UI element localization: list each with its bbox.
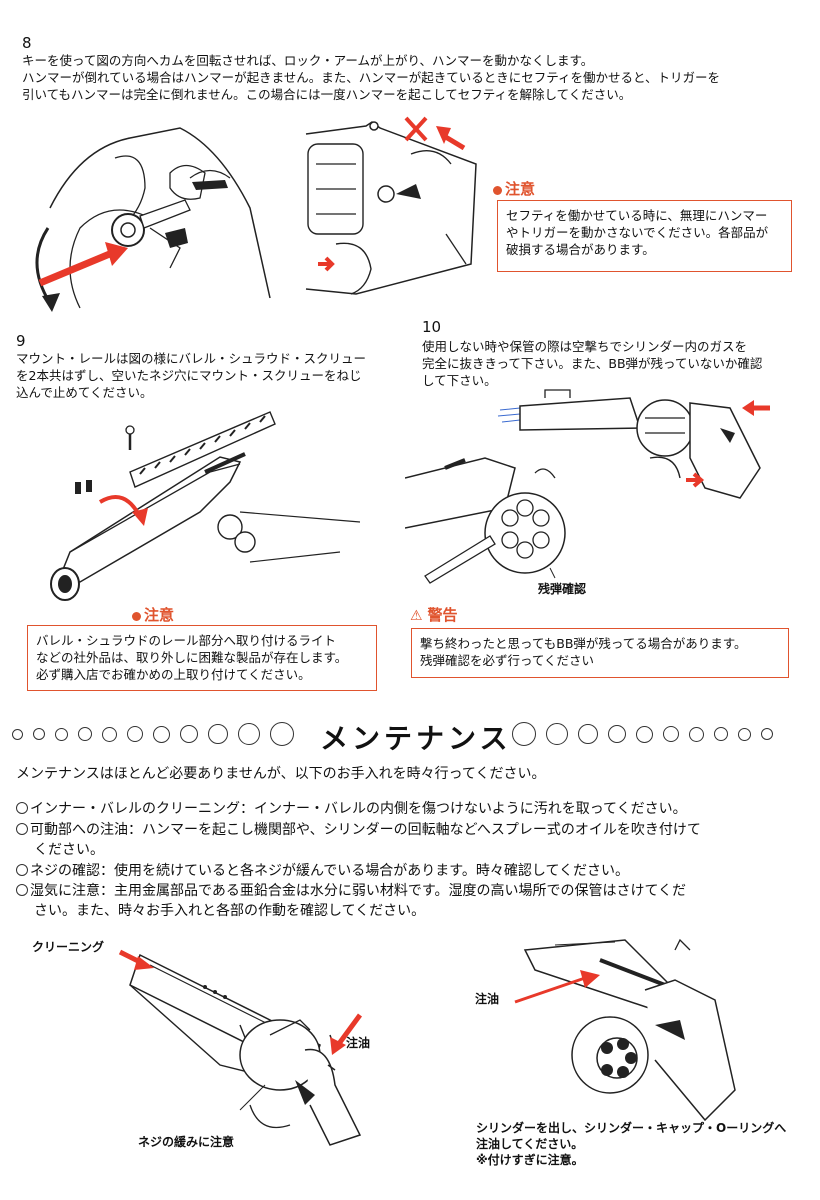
- maintenance-item-text: インナー・バレルのクリーニング：インナー・バレルの内側を傷つけないように汚れを取…: [30, 801, 687, 817]
- step-10-line: 使用しない時や保管の際は空撃ちでシリンダー内のガスを: [422, 339, 748, 354]
- warning-line: などの社外品は、取り外しに困難な製品が存在します。: [36, 650, 348, 665]
- cleaning-arrow: [118, 949, 154, 970]
- step-8-line: キーを使って図の方向へカムを回転させれば、ロック・アームが上がり、ハンマーを動か…: [22, 53, 594, 68]
- safety-lock-illustration: [305, 116, 477, 295]
- bullet-circle-icon: [16, 823, 28, 835]
- decorative-circles-left: [12, 722, 304, 748]
- maintenance-intro: メンテナンスはほとんど必要ありませんが、以下のお手入れを時々行ってください。: [16, 766, 546, 782]
- note-line: 注油してください。: [476, 1137, 584, 1151]
- maintenance-item-text: 湿気に注意：主用金属部品である亜鉛合金は水分に弱い材料です。湿度の高い場所での保…: [30, 883, 687, 899]
- warning-title-text: 警告: [427, 606, 458, 624]
- cylinder-oiling-illustration: [514, 938, 736, 1122]
- step-10-warning-box: 撃ち終わったと思ってもBB弾が残ってる場合があります。 残弾確認を必ず行ってくだ…: [411, 628, 789, 678]
- step-9-warning-box: バレル・シュラウドのレール部分へ取り付けるライト などの社外品は、取り外しに困難…: [27, 625, 377, 691]
- step-10-number: 10: [422, 318, 442, 336]
- step-8-line: 引いてもハンマーは完全に倒れません。この場合には一度ハンマーを起こしてセフティを…: [22, 87, 632, 102]
- maintenance-item-text: ください。: [34, 842, 104, 858]
- maintenance-item-text: 可動部への注油：ハンマーを起こし機関部や、シリンダーの回転軸などへスプレー式のオ…: [30, 822, 701, 838]
- residual-bb-check-illustration: [405, 457, 566, 584]
- screw-loosening-label: ネジの緩みに注意: [138, 1135, 235, 1149]
- step-9-number: 9: [16, 332, 26, 350]
- maintenance-title: メンテナンス: [320, 722, 512, 755]
- step-9-line: マウント・レールは図の様にバレル・シュラウド・スクリュー: [16, 351, 367, 366]
- oil-label: 注油: [346, 1036, 371, 1050]
- maintenance-item: ネジの確認：使用を続けていると各ネジが緩んでいる場合があります。時々確認してくだ…: [16, 861, 806, 881]
- cleaning-oiling-illustration: [129, 953, 363, 1146]
- maintenance-item: 可動部への注油：ハンマーを起こし機関部や、シリンダーの回転軸などへスプレー式のオ…: [16, 820, 806, 860]
- note-line: ※付けすぎに注意。: [476, 1153, 584, 1167]
- note-line: シリンダーを出し、シリンダー・キャップ・Oーリングへ: [476, 1121, 787, 1135]
- warning-title-text: 注意: [144, 606, 175, 624]
- step-8-text: キーを使って図の方向へカムを回転させれば、ロック・アームが上がり、ハンマーを動か…: [22, 52, 812, 103]
- warning-triangle-icon: ⚠: [410, 608, 428, 624]
- step-10-line: 完全に抜ききって下さい。また、BB弾が残っていないか確認: [422, 356, 763, 371]
- step-8-number: 8: [22, 34, 32, 52]
- maintenance-item-text: さい。また、時々お手入れと各部の作動を確認してください。: [34, 903, 426, 919]
- mount-rail-illustration: [50, 411, 361, 601]
- maintenance-item-text: ネジの確認：使用を続けていると各ネジが緩んでいる場合があります。時々確認してくだ…: [30, 863, 630, 879]
- cam-key-illustration: [35, 127, 271, 312]
- oil-label-cylinder: 注油: [475, 992, 500, 1006]
- warning-line: 破損する場合があります。: [506, 242, 655, 257]
- maintenance-item: インナー・バレルのクリーニング：インナー・バレルの内側を傷つけないように汚れを取…: [16, 799, 806, 819]
- step-8-warning-title: 注意: [493, 178, 535, 199]
- maintenance-item: 湿気に注意：主用金属部品である亜鉛合金は水分に弱い材料です。湿度の高い場所での保…: [16, 881, 806, 921]
- step-9-line: 込んで止めてください。: [16, 385, 153, 400]
- cleaning-label: クリーニング: [32, 940, 105, 954]
- warning-line: 残弾確認を必ず行ってください: [420, 653, 595, 668]
- cylinder-oiling-note: シリンダーを出し、シリンダー・キャップ・Oーリングへ 注油してください。 ※付け…: [476, 1120, 786, 1168]
- step-8-line: ハンマーが倒れている場合はハンマーが起きません。また、ハンマーが起きているときに…: [22, 70, 721, 85]
- step-9-text: マウント・レールは図の様にバレル・シュラウド・スクリュー を2本共はずし、空いた…: [16, 350, 396, 401]
- residual-bb-check-label: 残弾確認: [538, 582, 587, 596]
- step-9-warning-title: 注意: [132, 604, 174, 625]
- warning-line: バレル・シュラウドのレール部分へ取り付けるライト: [36, 633, 337, 648]
- warning-line: 必ず購入店でお確かめの上取り付けてください。: [36, 667, 311, 682]
- bullet-circle-icon: [16, 864, 28, 876]
- dry-fire-revolver-illustration: [497, 389, 770, 499]
- bullet-circle-icon: [16, 884, 28, 896]
- step-10-line: して下さい。: [422, 373, 497, 388]
- warning-title-text: 注意: [505, 180, 536, 198]
- step-10-warning-title: ⚠ 警告: [410, 604, 457, 625]
- bullet-circle-icon: [16, 802, 28, 814]
- step-9-line: を2本共はずし、空いたネジ穴にマウント・スクリューをねじ: [16, 368, 362, 383]
- warning-line: セフティを働かせている時に、無理にハンマー: [506, 208, 768, 223]
- decorative-circles-right: [512, 722, 783, 748]
- warning-line: やトリガーを動かさないでください。各部品が: [506, 225, 769, 240]
- step-10-text: 使用しない時や保管の際は空撃ちでシリンダー内のガスを 完全に抜ききって下さい。ま…: [422, 338, 802, 389]
- warning-line: 撃ち終わったと思ってもBB弾が残ってる場合があります。: [420, 636, 747, 651]
- step-8-warning-box: セフティを働かせている時に、無理にハンマー やトリガーを動かさないでください。各…: [497, 200, 792, 272]
